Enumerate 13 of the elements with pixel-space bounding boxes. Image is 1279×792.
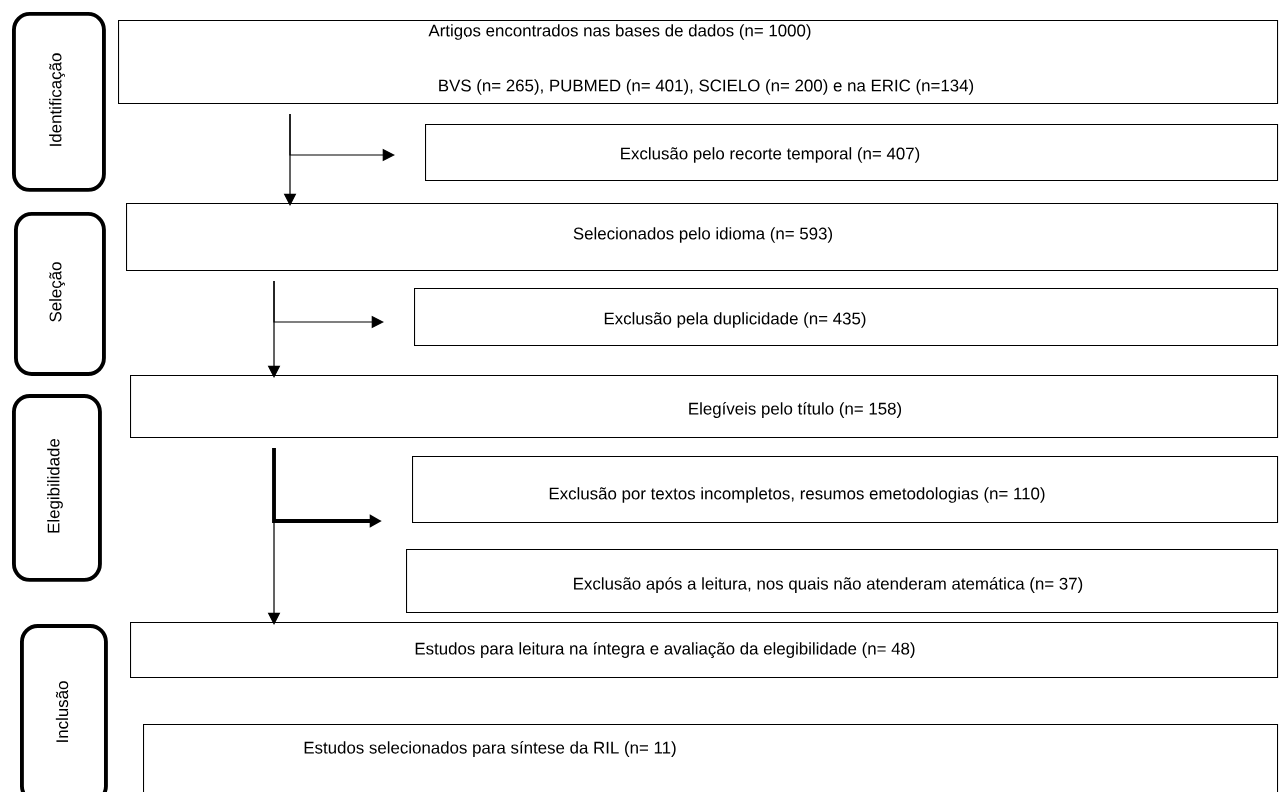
process-box: Exclusão pelo recorte temporal (n= 407) (425, 124, 1279, 182)
stage-label: Elegibilidade (12, 394, 102, 582)
process-box: Elegíveis pelo título (n= 158) (130, 375, 1279, 439)
process-box: Estudos selecionados para síntese da RIL (n= 11) (143, 724, 1279, 792)
process-box: Exclusão por textos incompletos, resumos emetodologias (n= 110) (412, 456, 1279, 524)
process-box: Estudos para leitura na íntegra e avaliação da elegibilidade (n= 48) (130, 622, 1279, 679)
process-box: Artigos encontrados nas bases de dados (n= 1000) BVS (n= 265), PUBMED (n= 401), SCIELO (n= 200) e na ERIC (n=134) (118, 20, 1279, 105)
stage-label: Identificação (12, 12, 106, 192)
stage-label: Seleção (14, 212, 106, 376)
process-box: Exclusão após a leitura, nos quais não atenderam atemática (n= 37) (406, 549, 1279, 614)
stage-label: Inclusão (20, 624, 108, 792)
process-box: Selecionados pelo idioma (n= 593) (126, 203, 1279, 272)
process-box: Exclusão pela duplicidade (n= 435) (414, 288, 1279, 347)
